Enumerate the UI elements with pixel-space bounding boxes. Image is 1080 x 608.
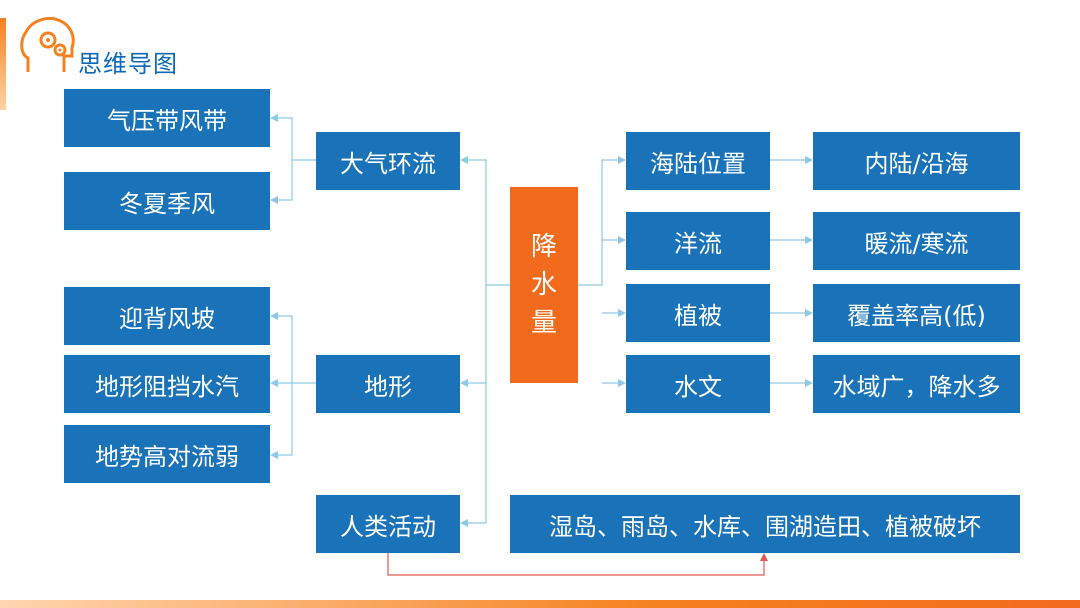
left-accent-bar	[0, 18, 6, 110]
node-high-terrain-weak-convection: 地势高对流弱	[64, 425, 270, 483]
center-node-precipitation: 降 水 量	[510, 187, 578, 383]
node-hydrology: 水文	[626, 355, 770, 413]
node-water-area: 水域广，降水多	[813, 355, 1020, 413]
node-human-activity-detail: 湿岛、雨岛、水库、围湖造田、植被破坏	[510, 495, 1020, 553]
node-atmospheric-circulation: 大气环流	[316, 132, 460, 190]
node-inland-coastal: 内陆/沿海	[813, 132, 1020, 190]
node-vegetation: 植被	[626, 284, 770, 342]
page-title: 思维导图	[78, 50, 178, 78]
node-windward-leeward: 迎背风坡	[64, 287, 270, 345]
node-land-sea-position: 海陆位置	[626, 132, 770, 190]
center-char: 降	[530, 232, 557, 262]
center-char: 量	[530, 308, 557, 338]
node-terrain: 地形	[316, 355, 460, 413]
bottom-accent-bar	[0, 600, 1080, 608]
node-human-activity: 人类活动	[316, 495, 460, 553]
node-pressure-wind-belts: 气压带风带	[64, 89, 270, 147]
brain-gears-icon	[20, 17, 75, 72]
node-coverage-rate: 覆盖率高(低)	[813, 284, 1020, 342]
node-monsoon: 冬夏季风	[64, 172, 270, 230]
center-char: 水	[530, 270, 557, 300]
node-ocean-current: 洋流	[626, 212, 770, 270]
node-terrain-block-vapor: 地形阻挡水汽	[64, 355, 270, 413]
node-warm-cold-current: 暖流/寒流	[813, 212, 1020, 270]
